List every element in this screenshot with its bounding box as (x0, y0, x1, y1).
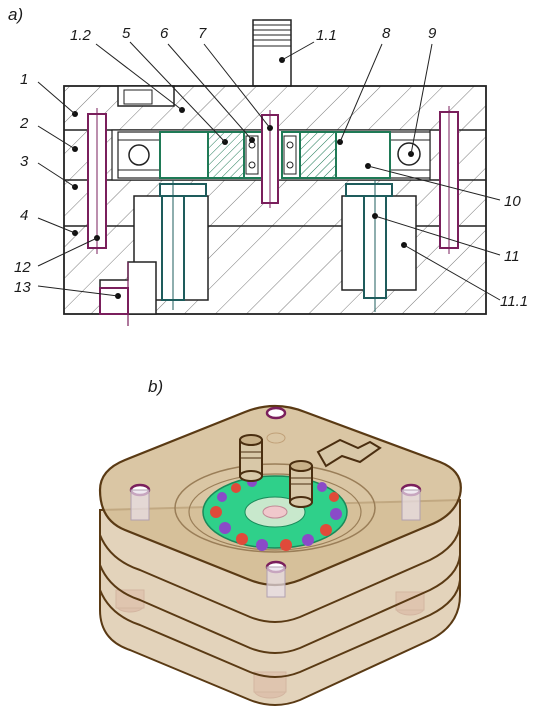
top-cylinders (239, 434, 313, 508)
render-3d (98, 404, 462, 706)
bolt-right (341, 180, 417, 312)
label-10: 10 (504, 193, 521, 210)
label-13: 13 (14, 279, 31, 296)
panel-b-label: b) (148, 377, 163, 396)
label-1-1: 1.1 (316, 27, 337, 44)
guide-pin-right (439, 106, 459, 254)
label-11: 11 (504, 248, 520, 265)
stem-1-1 (252, 19, 292, 87)
label-3: 3 (20, 153, 29, 170)
label-2: 2 (19, 115, 29, 132)
label-1-2: 1.2 (70, 27, 92, 44)
top-tab (316, 438, 382, 468)
label-8: 8 (382, 25, 391, 42)
label-4: 4 (20, 207, 28, 224)
label-7: 7 (198, 25, 207, 42)
rotor-green-parts (159, 131, 391, 179)
label-9: 9 (428, 25, 437, 42)
top-recess (117, 85, 175, 107)
central-pin (261, 110, 279, 208)
panel-a-label: a) (8, 5, 23, 24)
label-12: 12 (14, 259, 31, 276)
label-6: 6 (160, 25, 169, 42)
corner-pins (129, 406, 422, 598)
label-1: 1 (20, 71, 28, 88)
guide-pin-left (87, 108, 107, 254)
section-drawing (37, 19, 501, 326)
label-11-1: 11.1 (500, 293, 528, 310)
bearing-left (117, 131, 161, 179)
label-5: 5 (122, 25, 131, 42)
leader-lines (37, 41, 501, 301)
